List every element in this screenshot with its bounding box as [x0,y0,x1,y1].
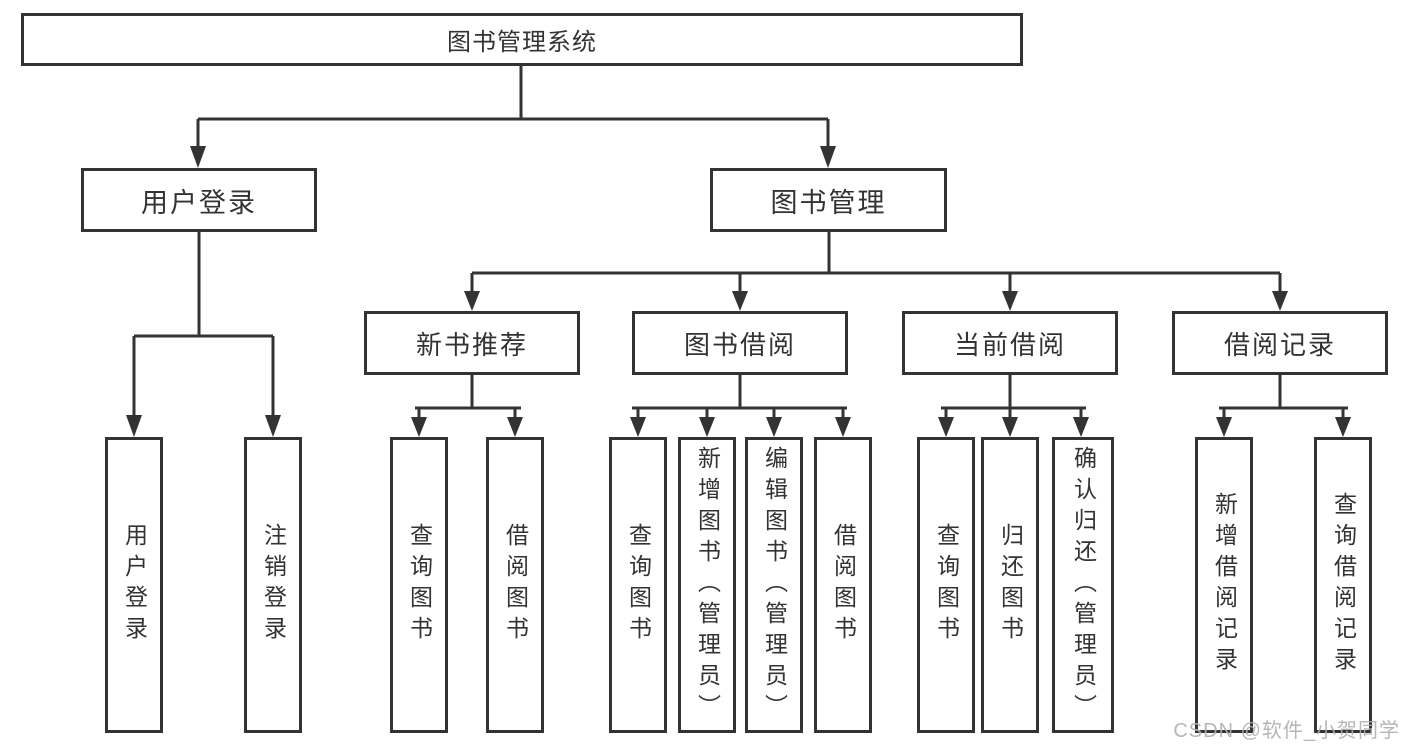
node-label: 图书管理系统 [447,29,597,56]
node-borrowing-records: 借阅记录 [1172,311,1388,375]
leaf-query-books-borrowing: 查询图书 [609,437,667,733]
node-label: 新增借阅记录 [1211,492,1238,678]
node-label: 注销登录 [260,523,287,647]
leaf-confirm-return-admin: 确认归还（管理员） [1052,437,1114,733]
node-label: 借阅图书 [502,523,529,647]
node-label: 借阅记录 [1223,329,1336,360]
node-label: 查询图书 [933,523,960,647]
node-label: 用户登录 [141,187,257,218]
node-label: 查询图书 [625,523,652,647]
leaf-borrow-books-borrowing: 借阅图书 [814,437,872,733]
node-new-book-recommend: 新书推荐 [364,311,580,375]
leaf-return-books: 归还图书 [981,437,1039,733]
node-label: 确认归还（管理员） [1070,445,1097,725]
leaf-add-book-admin: 新增图书（管理员） [678,437,736,733]
leaf-add-borrow-record: 新增借阅记录 [1195,437,1253,733]
node-label: 查询借阅记录 [1330,492,1357,678]
leaf-borrow-books-recommend: 借阅图书 [486,437,544,733]
leaf-query-books-recommend: 查询图书 [390,437,448,733]
leaf-logout: 注销登录 [244,437,302,733]
node-current-borrowing: 当前借阅 [902,311,1118,375]
leaf-user-login: 用户登录 [105,437,163,733]
node-book-management: 图书管理 [710,168,947,232]
node-label: 查询图书 [406,523,433,647]
node-library-management-system: 图书管理系统 [21,13,1023,66]
leaf-edit-book-admin: 编辑图书（管理员） [745,437,803,733]
node-label: 新书推荐 [415,329,528,360]
node-label: 图书借阅 [683,329,796,360]
node-label: 当前借阅 [953,329,1066,360]
csdn-watermark: CSDN @软件_小贺同学 [1173,720,1400,742]
node-user-login: 用户登录 [81,168,317,232]
node-label: 图书管理 [770,187,887,218]
node-label: 借阅图书 [830,523,857,647]
node-label: 编辑图书（管理员） [761,445,788,725]
leaf-query-books-current: 查询图书 [917,437,975,733]
node-book-borrowing: 图书借阅 [632,311,848,375]
node-label: 归还图书 [997,523,1024,647]
leaf-query-borrow-record: 查询借阅记录 [1314,437,1372,733]
node-label: 新增图书（管理员） [694,445,721,725]
node-label: 用户登录 [121,523,148,647]
